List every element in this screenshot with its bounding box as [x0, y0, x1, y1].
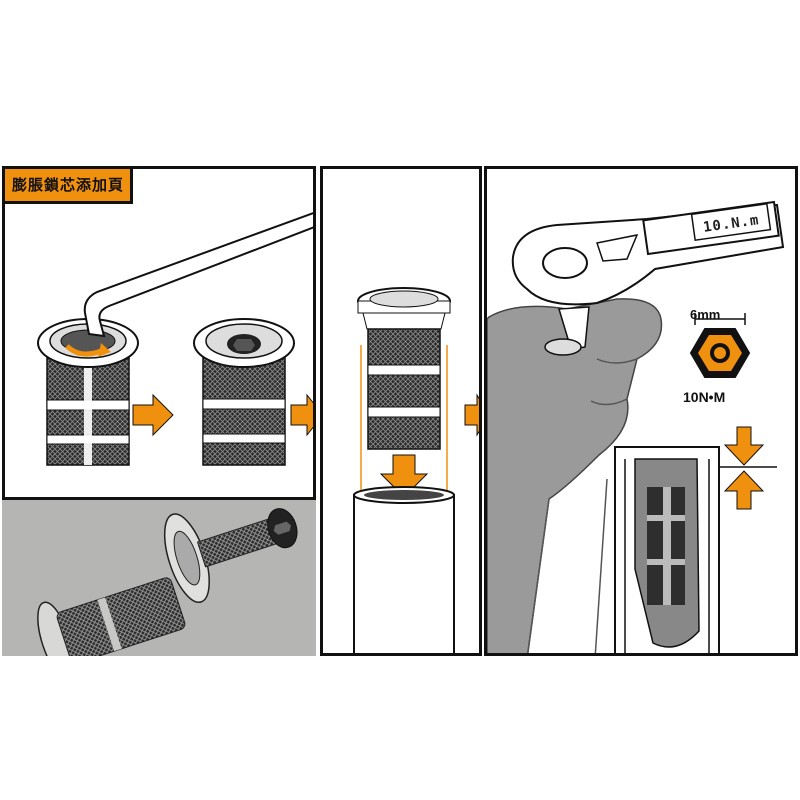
steerer-tube	[353, 486, 455, 653]
compression-arrows-icon	[719, 426, 777, 510]
exploded-plug-illustration	[37, 508, 298, 656]
orange-right-arrow	[132, 393, 313, 437]
hex-socket-icon	[689, 313, 751, 378]
allen-key	[83, 212, 313, 338]
step1-detail-area	[2, 500, 316, 656]
gloved-hand	[487, 298, 663, 653]
orange-right-arrow	[464, 393, 479, 437]
step1-illustration	[37, 212, 313, 466]
expansion-plug-right	[193, 318, 295, 466]
down-arrow-icon	[379, 454, 429, 498]
step3-illustration	[487, 200, 785, 653]
step2-illustration	[353, 287, 479, 653]
page-title-badge: 膨脹鎖芯添加頁	[5, 169, 134, 204]
expansion-plug	[357, 287, 451, 450]
torque-wrench	[511, 200, 785, 356]
expansion-plug-left	[37, 318, 139, 466]
step1-panel: 膨脹鎖芯添加頁	[2, 166, 316, 500]
cutaway-inset	[614, 446, 720, 653]
alignment-lines	[360, 345, 448, 491]
torque-value-label: 10N•M	[683, 389, 726, 405]
step3-panel: 6mm 10N•M 10.N.m	[484, 166, 798, 656]
hex-size-label: 6mm	[690, 307, 721, 322]
step2-panel	[320, 166, 482, 656]
